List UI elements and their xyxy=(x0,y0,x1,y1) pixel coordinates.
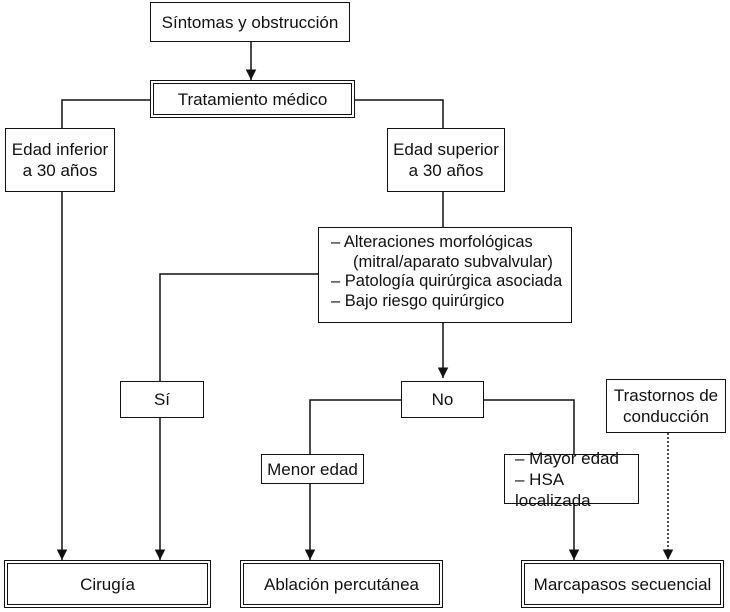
line-no-to-younger xyxy=(309,399,401,454)
line-medical-to-under xyxy=(61,99,150,128)
node-conduction-disorders: Trastornos de conducción xyxy=(606,379,726,433)
node-age-over-30: Edad superior a 30 años xyxy=(387,128,505,192)
node-surgery: Cirugía xyxy=(4,560,211,608)
node-older-hsa: – Mayor edad – HSA localizada xyxy=(504,449,639,510)
line-no-to-older xyxy=(484,399,575,454)
node-no: No xyxy=(401,381,484,418)
node-younger: Menor edad xyxy=(261,454,364,484)
criteria-item: – Alteraciones morfológicas xyxy=(331,233,533,251)
line-criteria-to-yes xyxy=(159,273,318,381)
node-criteria: – Alteraciones morfológicas (mitral/apar… xyxy=(318,227,572,323)
node-percutaneous-ablation: Ablación percutánea xyxy=(240,560,443,608)
node-symptoms: Síntomas y obstrucción xyxy=(150,2,350,42)
criteria-item: – Bajo riesgo quirúrgico xyxy=(331,291,505,310)
node-age-under-30: Edad inferior a 30 años xyxy=(5,128,115,192)
criteria-item: – Patología quirúrgica asociada xyxy=(331,272,563,290)
node-yes: Sí xyxy=(120,381,204,418)
node-medical-treatment: Tratamiento médico xyxy=(150,80,355,118)
node-sequential-pacemaker: Marcapasos secuencial xyxy=(521,560,724,608)
line-medical-to-over xyxy=(355,99,444,128)
criteria-item: (mitral/aparato subvalvular) xyxy=(353,252,553,271)
